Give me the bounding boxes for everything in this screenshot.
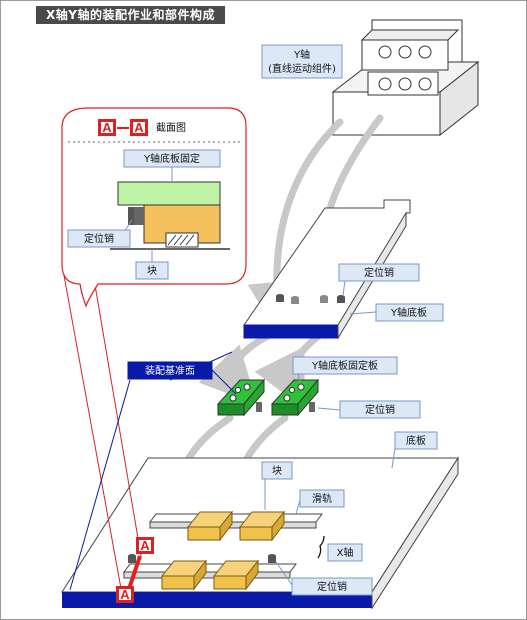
pin-label-top: 定位销 xyxy=(338,263,420,297)
pin-label-mid: 定位销 xyxy=(317,400,421,419)
inset-block-label-text: 块 xyxy=(147,265,157,277)
assembly-ref-label: 装配基准面 xyxy=(127,361,237,395)
blocks xyxy=(160,510,286,591)
inset-y-base-fix-label: Y轴底板固定 xyxy=(123,149,221,182)
y-base-fix-plate-label-text: Y轴底板固定板 xyxy=(311,359,378,372)
y-base-fix-plates xyxy=(216,378,320,417)
y-base-label-text: Y轴底板 xyxy=(390,306,427,319)
base-label: 底板 xyxy=(391,431,438,469)
section-marker-upper-text: A xyxy=(140,538,150,553)
base-label-text: 底板 xyxy=(406,434,426,447)
section-marker-lower: A xyxy=(116,586,134,603)
pin-label-mid-text: 定位销 xyxy=(365,403,395,416)
figure-title: X轴Y轴的装配作业和部件构成 xyxy=(36,6,225,24)
pin-label-bottom-text: 定位销 xyxy=(317,580,347,593)
section-marker-upper: A xyxy=(136,537,154,554)
y-axis-unit xyxy=(331,19,480,137)
y-axis-label-line2: (直线运动组件) xyxy=(268,62,336,75)
pin-label-bottom: 定位销 xyxy=(275,561,373,596)
section-title-a1: A xyxy=(102,120,112,135)
y-base-fix-plate-label: Y轴底板固定板 xyxy=(292,356,398,383)
rail-label: 滑轨 xyxy=(295,489,345,515)
pin-label-top-text: 定位销 xyxy=(364,266,394,279)
section-title: A A 截面图 xyxy=(98,119,186,136)
inset-y-base-fix-label-text: Y轴底板固定 xyxy=(143,152,200,165)
block-label: 块 xyxy=(261,461,293,510)
section-marker-lower-text: A xyxy=(120,587,130,602)
rail-label-text: 滑轨 xyxy=(312,492,332,505)
section-title-a2: A xyxy=(134,120,144,135)
assembly-ref-label-text: 装配基准面 xyxy=(145,364,195,377)
block-label-text: 块 xyxy=(272,465,282,477)
x-axis-label-text: X轴 xyxy=(337,546,354,559)
inset-block-label: 块 xyxy=(135,249,169,280)
x-axis-label: X轴 xyxy=(317,535,363,562)
inset-pin-label-text: 定位销 xyxy=(84,232,114,245)
section-view-inset: A A 截面图 Y轴底板固定 定位销 块 xyxy=(61,107,247,308)
y-axis-label: Y轴 (直线运动组件) xyxy=(261,44,343,79)
section-title-text: 截面图 xyxy=(156,121,186,134)
dowel-pins-bottom xyxy=(128,554,276,563)
y-axis-label-line1: Y轴 xyxy=(293,48,310,61)
y-base-label: Y轴底板 xyxy=(349,303,444,322)
inset-pin-label: 定位销 xyxy=(67,219,133,248)
